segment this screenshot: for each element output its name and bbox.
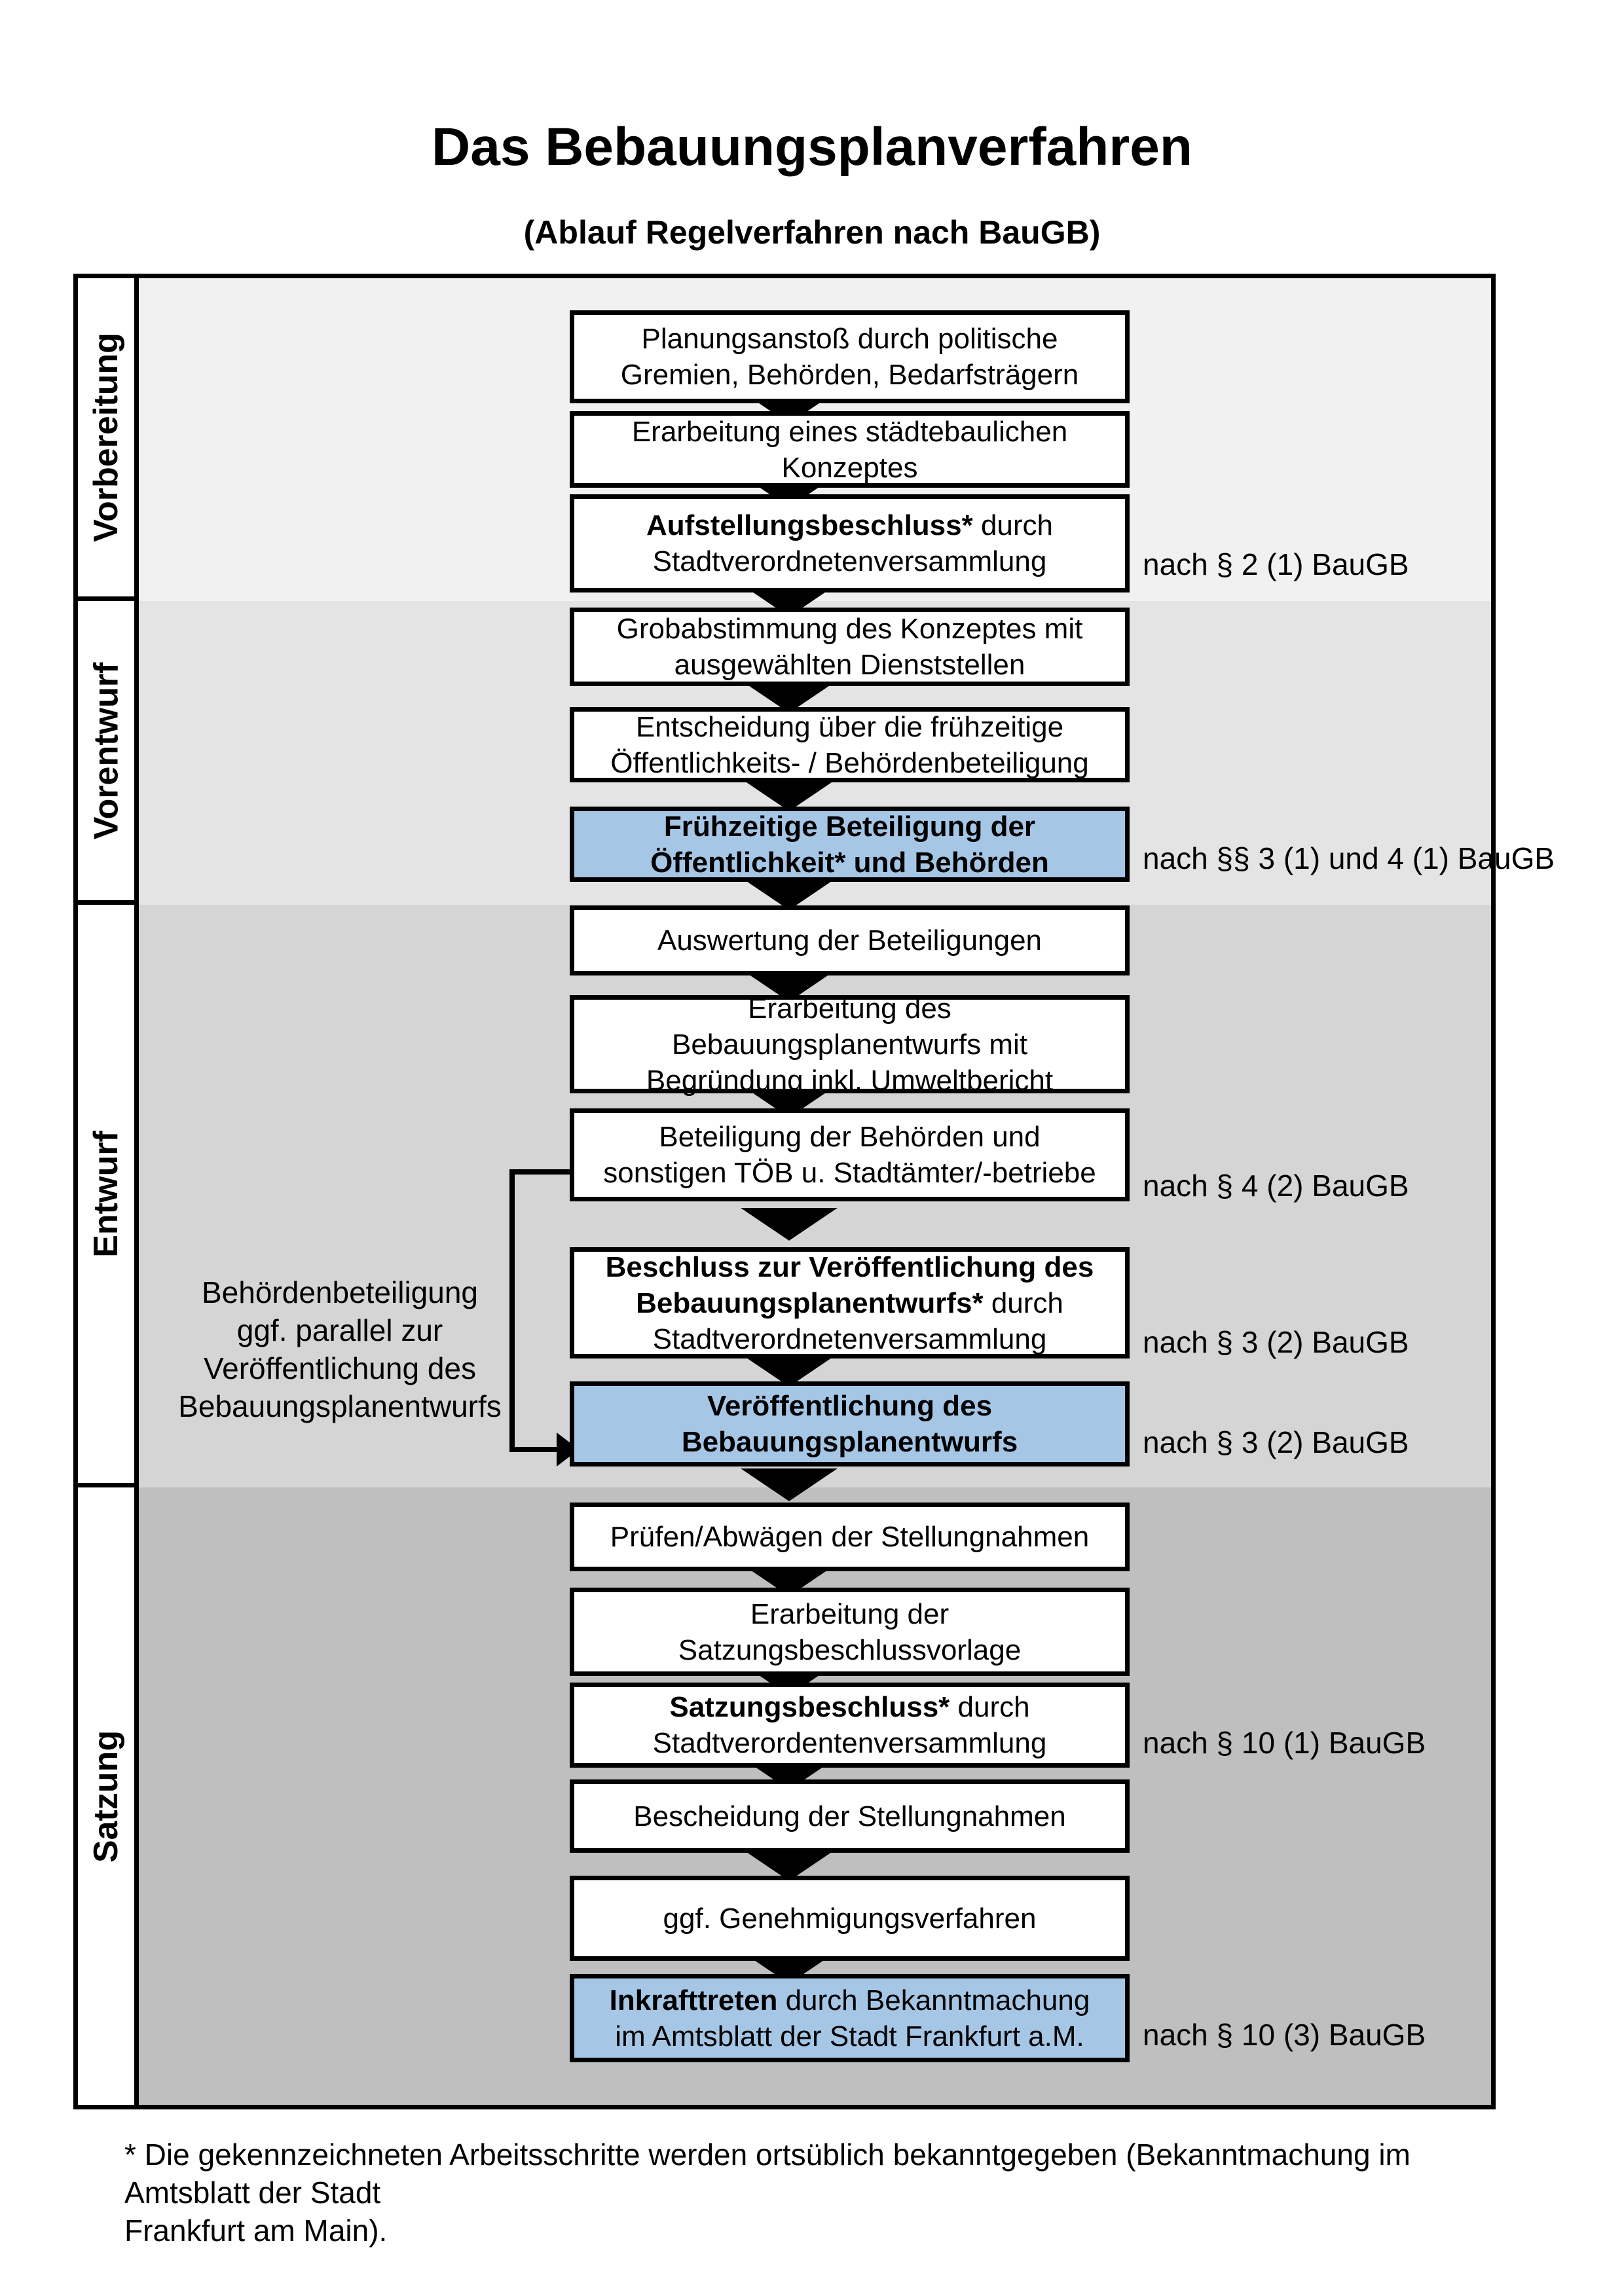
flow-arrow-down-icon [741, 778, 838, 811]
flow-step: ggf. Genehmigungsverfahren [570, 1876, 1130, 1961]
flow-step: Aufstellungsbeschluss* durch Stadtverord… [570, 494, 1130, 592]
flow-arrow-down-icon [741, 877, 838, 910]
legal-reference: nach § 10 (1) BauGB [1143, 1726, 1426, 1760]
diagram-frame: Vorbereitung Vorentwurf Entwurf Satzung … [73, 274, 1555, 2109]
legal-reference: nach § 3 (2) BauGB [1143, 1325, 1409, 1359]
phase-label-vorentwurf: Vorentwurf [78, 601, 134, 905]
flow-step-label: Grobabstimmung des Konzeptes mit ausgewä… [616, 613, 1083, 681]
flow-step: Grobabstimmung des Konzeptes mit ausgewä… [570, 608, 1130, 686]
phase-label-entwurf: Entwurf [78, 905, 134, 1487]
legal-reference: nach § 4 (2) BauGB [1143, 1169, 1409, 1203]
flow-arrow-down-icon [741, 1468, 838, 1501]
flow-step-label: Prüfen/Abwägen der Stellungnahmen [610, 1521, 1090, 1553]
flow-arrow-down-icon [741, 1848, 838, 1881]
flow-step-label: Bescheidung der Stellungnahmen [633, 1800, 1066, 1832]
footnote: * Die gekennzeichneten Arbeitsschritte w… [124, 2138, 1411, 2248]
diagram-area: Vorbereitung Vorentwurf Entwurf Satzung … [78, 278, 1555, 2105]
flow-step-label: Frühzeitige Beteiligung der Öffentlichke… [650, 810, 1049, 879]
flow-step: Beschluss zur Veröffentlichung des Bebau… [570, 1247, 1130, 1358]
flow-step: Auswertung der Beteiligungen [570, 905, 1130, 975]
flow-step: Bescheidung der Stellungnahmen [570, 1779, 1130, 1853]
legal-reference: nach § 2 (1) BauGB [1143, 547, 1409, 581]
flow-step-label: Entscheidung über die frühzeitige Öffent… [610, 710, 1089, 779]
legal-reference: nach § 10 (3) BauGB [1143, 2018, 1426, 2052]
flow-step-highlighted: Veröffentlichung des Bebauungsplanentwur… [570, 1381, 1130, 1467]
flow-step-label: Beteiligung der Behörden und sonstigen T… [603, 1121, 1096, 1189]
flow-step-label: Planungsanstoß durch politische Gremien,… [620, 323, 1079, 391]
flow-step-highlighted: Frühzeitige Beteiligung der Öffentlichke… [570, 807, 1130, 882]
flow-step: Erarbeitung eines städtebaulichen Konzep… [570, 411, 1130, 488]
flow-step: Prüfen/Abwägen der Stellungnahmen [570, 1503, 1130, 1571]
flow-arrow-down-icon [741, 1208, 838, 1241]
flow-step: Beteiligung der Behörden und sonstigen T… [570, 1108, 1130, 1201]
flow-step: Entscheidung über die frühzeitige Öffent… [570, 707, 1130, 782]
flow-step-label: Beschluss zur Veröffentlichung des Bebau… [605, 1250, 1094, 1355]
page-subtitle: (Ablauf Regelverfahren nach BauGB) [523, 214, 1101, 251]
legal-reference: nach §§ 3 (1) und 4 (1) BauGB [1143, 841, 1555, 875]
flow-step: Erarbeitung der Satzungsbeschlussvorlage [570, 1588, 1130, 1676]
parallel-note: Behördenbeteiligung ggf. parallel zur Ve… [178, 1275, 502, 1423]
flow-step-label: ggf. Genehmigungsverfahren [663, 1902, 1037, 1935]
phase-label-column: Vorbereitung Vorentwurf Entwurf Satzung [78, 278, 139, 2105]
parallel-connector-line [509, 1447, 561, 1452]
flow-step-label: Satzungsbeschluss* durch Stadtverordente… [652, 1691, 1047, 1759]
flow-step-label: Erarbeitung des Bebauungsplanentwurfs mi… [646, 992, 1054, 1097]
parallel-connector-line [509, 1169, 570, 1175]
flow-step: Satzungsbeschluss* durch Stadtverordente… [570, 1683, 1130, 1768]
page-title: Das Bebauungsplanverfahren [432, 117, 1192, 177]
phase-label-vorbereitung: Vorbereitung [78, 278, 134, 601]
flow-step-highlighted: Inkrafttreten durch Bekanntmachung im Am… [570, 1974, 1130, 2062]
flow-step-label: Auswertung der Beteiligungen [657, 924, 1043, 957]
flow-step-label: Inkrafttreten durch Bekanntmachung im Am… [609, 1984, 1090, 2052]
parallel-connector-line [509, 1169, 515, 1452]
flow-arrow-down-icon [741, 1353, 838, 1387]
flow-step: Planungsanstoß durch politische Gremien,… [570, 310, 1130, 403]
legal-reference: nach § 3 (2) BauGB [1143, 1425, 1409, 1459]
flow-step-label: Erarbeitung der Satzungsbeschlussvorlage [678, 1597, 1022, 1666]
flow-step: Erarbeitung des Bebauungsplanentwurfs mi… [570, 993, 1130, 1097]
flow-step-label: Veröffentlichung des Bebauungsplanentwur… [681, 1390, 1018, 1458]
flow-step-label: Erarbeitung eines städtebaulichen Konzep… [631, 415, 1068, 484]
phase-label-satzung: Satzung [78, 1487, 134, 2105]
flow-step-label: Aufstellungsbeschluss* durch Stadtverord… [646, 509, 1054, 577]
